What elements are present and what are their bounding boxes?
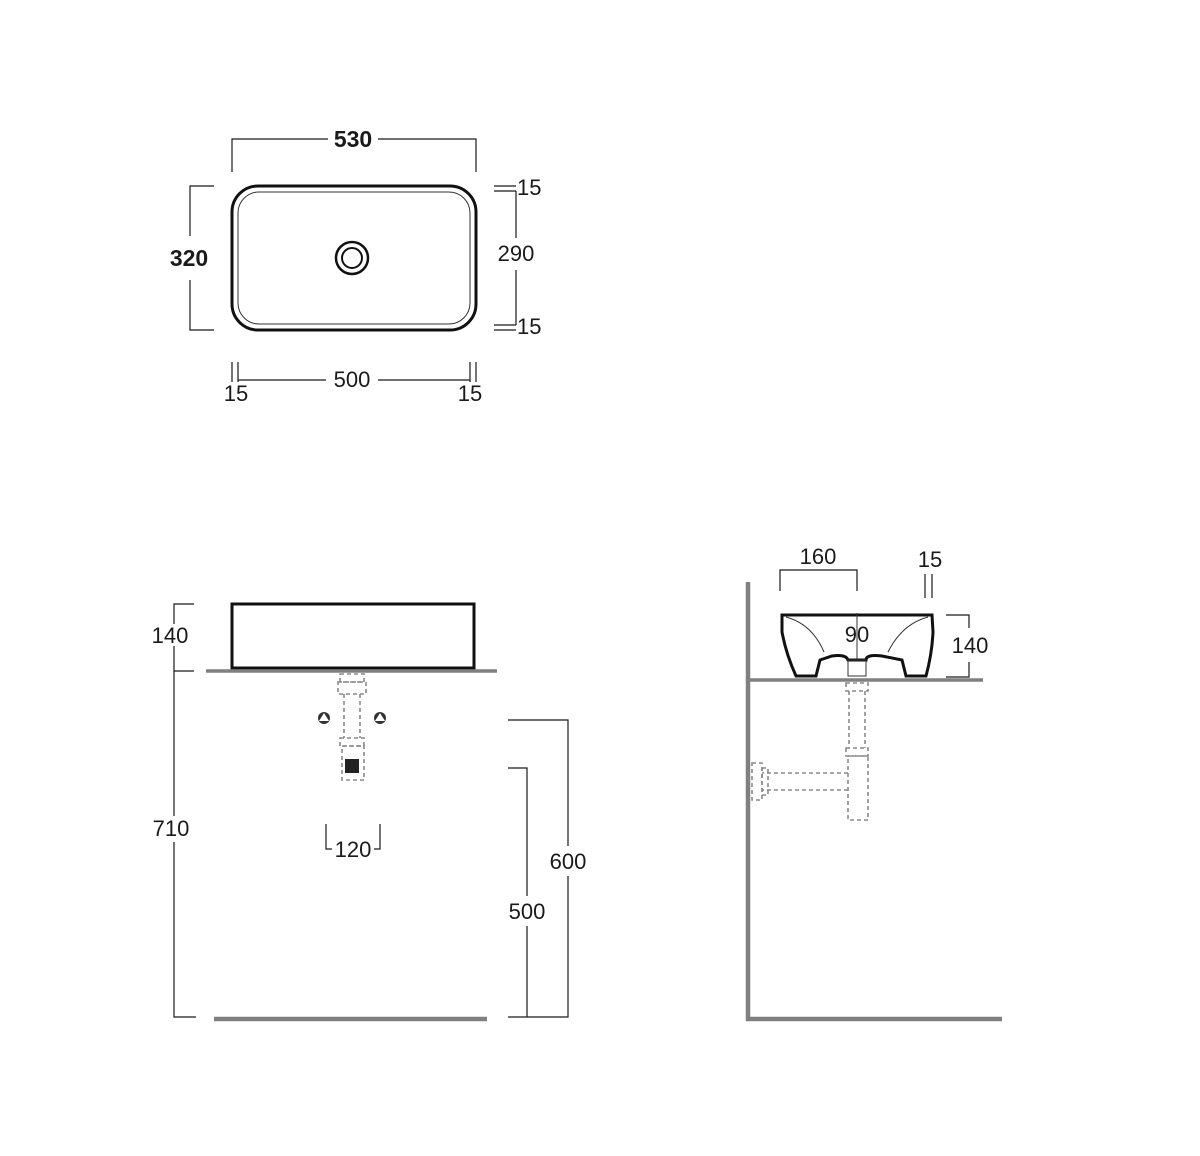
fixing-bolt-right-icon xyxy=(374,712,386,724)
dim-rim-left-label: 15 xyxy=(224,381,248,406)
dim-120-line xyxy=(325,824,381,850)
dim-15-side-line xyxy=(924,574,933,598)
side-basin-section xyxy=(780,613,935,678)
dim-rim-bottom-label: 15 xyxy=(517,314,541,339)
dim-710-line xyxy=(173,671,196,1018)
dim-320-label: 320 xyxy=(170,245,208,271)
front-basin-outline xyxy=(230,602,476,670)
dim-320-line xyxy=(189,185,214,331)
top-view: 530 320 15 290 15 15 500 15 xyxy=(170,126,542,406)
front-view: 120 140 710 600 500 xyxy=(152,602,587,1022)
dim-140-side-line xyxy=(946,614,970,678)
dim-530-line xyxy=(231,138,477,172)
dim-140-side-label: 140 xyxy=(952,633,989,658)
dim-rim-top-label: 15 xyxy=(517,175,541,200)
drain-hole-inner xyxy=(341,247,363,269)
front-trap-assembly xyxy=(337,673,367,781)
dim-600-label: 600 xyxy=(550,849,587,874)
dim-right-ticks xyxy=(494,185,517,331)
dim-600-line xyxy=(508,719,569,1018)
dim-500-label: 500 xyxy=(334,367,371,392)
dim-500-front-label: 500 xyxy=(509,899,546,924)
side-view: 160 15 90 140 xyxy=(745,544,1002,1022)
dim-bottom-lines xyxy=(231,362,477,382)
dim-290-label: 290 xyxy=(498,241,535,266)
fixing-bolt-left-icon xyxy=(318,712,330,724)
dim-90-label: 90 xyxy=(845,622,869,647)
dim-160-line xyxy=(779,569,858,591)
side-trap-assembly xyxy=(751,682,869,821)
dim-140-front-label: 140 xyxy=(152,623,189,648)
dim-710-label: 710 xyxy=(153,816,190,841)
front-trap-outlet xyxy=(345,759,359,773)
dim-500-line xyxy=(508,767,528,1017)
drain-hole-outer xyxy=(334,240,370,276)
basin-outer-outline xyxy=(230,184,478,332)
dim-160-label: 160 xyxy=(800,544,837,569)
dim-rim-right-label: 15 xyxy=(458,381,482,406)
dim-530-label: 530 xyxy=(334,126,372,152)
dim-15-side-label: 15 xyxy=(918,547,942,572)
dim-120-label: 120 xyxy=(335,837,372,862)
basin-inner-outline xyxy=(237,191,471,325)
